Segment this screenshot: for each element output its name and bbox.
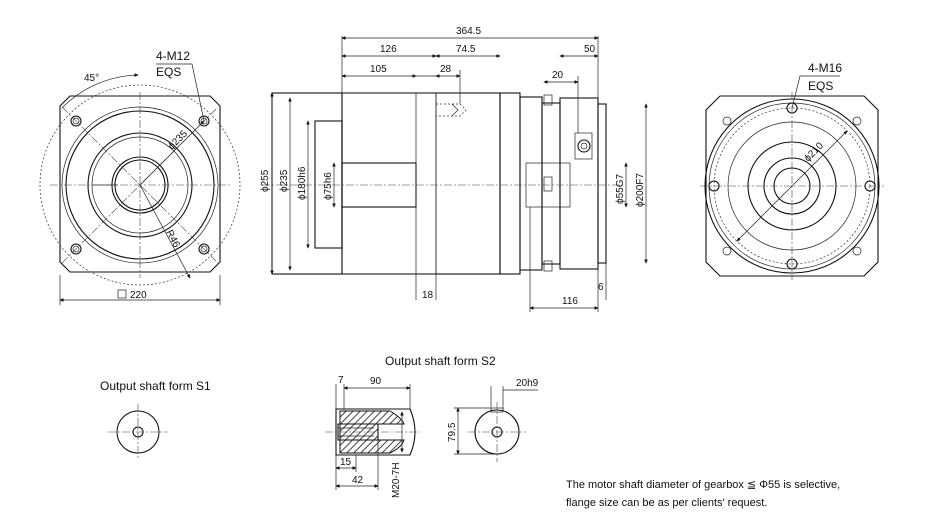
dim-phi200f7: ϕ200F7 — [635, 173, 646, 207]
dim-116: 116 — [562, 296, 578, 307]
note-line-2: flange size can be as per clients′ reque… — [566, 497, 767, 509]
front-bolt-holes — [70, 115, 210, 255]
front-view: 45° 4-M12 EQS ϕ235 R46 220 — [39, 49, 241, 305]
dim-20: 20 — [552, 70, 564, 81]
side-view: 364.5 126 74.5 50 105 28 20 ϕ255 ϕ235 ϕ1… — [260, 26, 648, 312]
dim-50: 50 — [584, 44, 596, 55]
shaft-s2-view: Output shaft form S2 7 90 15 42 M20-7H 2… — [325, 354, 539, 498]
shaft-s1-view: Output shaft form S1 — [100, 379, 211, 460]
rear-view: ϕ210 4-M16 EQS — [700, 61, 884, 280]
rear-bolt-label: 4-M16 — [808, 61, 842, 75]
dim-105: 105 — [370, 64, 387, 75]
dim-364-5: 364.5 — [456, 26, 481, 37]
front-eqs-label: EQS — [156, 65, 181, 79]
dim-s2-42: 42 — [352, 475, 364, 486]
front-radius-label: R46 — [163, 228, 182, 250]
dim-74-5: 74.5 — [456, 44, 476, 55]
square-symbol-icon — [117, 289, 127, 299]
dim-s2-7: 7 — [338, 375, 344, 386]
dim-phi180h6: ϕ180h6 — [297, 166, 308, 200]
note: The motor shaft diameter of gearbox ≦ Φ5… — [566, 479, 840, 509]
front-angle-label: 45° — [84, 73, 99, 84]
dim-28: 28 — [440, 64, 452, 75]
dim-s2-m20: M20-7H — [391, 462, 402, 498]
dim-phi55g7: ϕ55G7 — [615, 173, 626, 204]
dim-s2-90: 90 — [370, 376, 382, 387]
dim-s2-15: 15 — [340, 457, 352, 468]
dim-phi255: ϕ255 — [260, 169, 271, 192]
dim-phi75h6: ϕ75h6 — [323, 172, 334, 200]
front-square-label: 220 — [130, 290, 147, 301]
dim-126: 126 — [380, 44, 397, 55]
rear-eqs-label: EQS — [808, 79, 833, 93]
shaft-s2-title: Output shaft form S2 — [385, 354, 496, 368]
front-pcd-label: ϕ235 — [166, 128, 190, 152]
dim-s2-20h9: 20h9 — [516, 378, 539, 389]
dim-18: 18 — [422, 290, 434, 301]
dim-s2-79-5: 79.5 — [447, 422, 458, 442]
shaft-s1-title: Output shaft form S1 — [100, 379, 211, 393]
dim-6: 6 — [598, 282, 604, 293]
note-line-1: The motor shaft diameter of gearbox ≦ Φ5… — [566, 479, 840, 491]
front-bolt-label: 4-M12 — [156, 49, 190, 63]
dim-phi235: ϕ235 — [279, 169, 290, 192]
